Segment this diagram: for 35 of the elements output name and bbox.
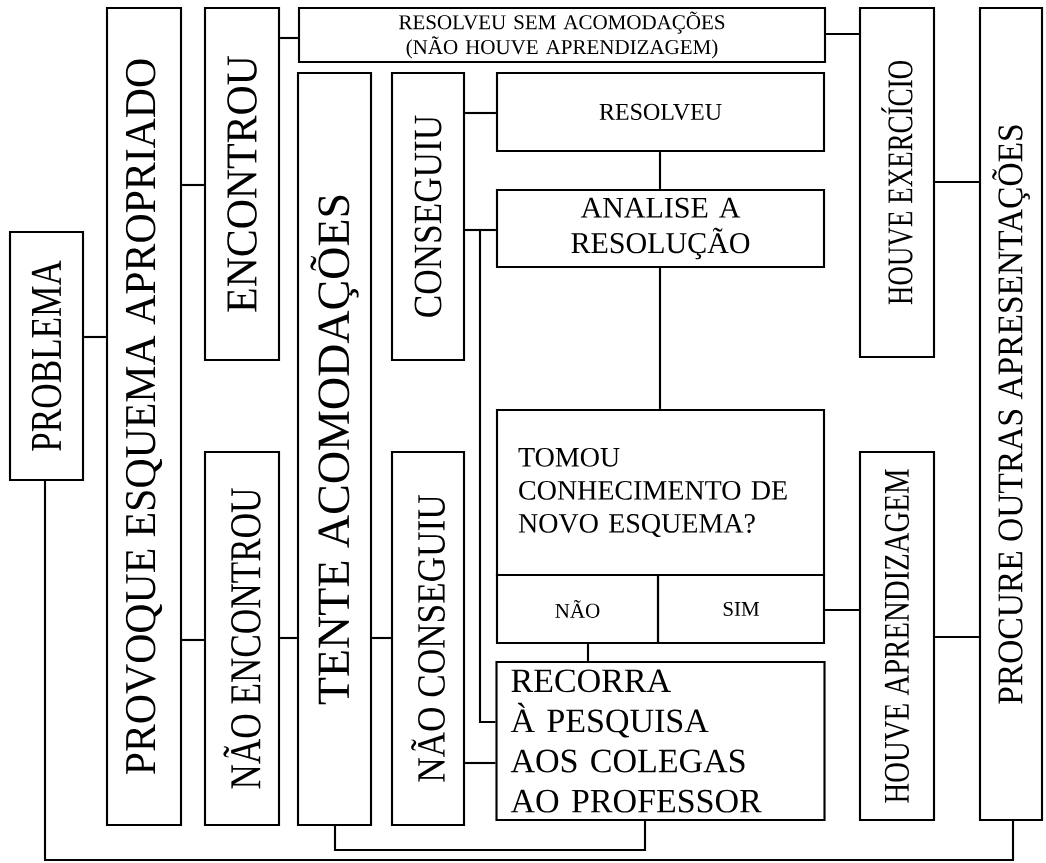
process-box: HOUVE APRENDIZAGEM <box>858 450 936 822</box>
process-box: PROCURE OUTRAS APRESENTAÇÕES <box>978 6 1044 822</box>
connector-line <box>825 608 859 612</box>
connector-line <box>182 638 204 642</box>
process-box: PROVOQUE ESQUEMA APROPRIADO <box>105 6 183 827</box>
answer-box: SIM <box>656 573 826 645</box>
connector-line <box>465 761 496 765</box>
outcome-box: RESOLVEU SEM ACOMODAÇÕES (NÃO HOUVE APRENDIZAGEM) <box>297 6 827 64</box>
process-box: CONSEGUIU <box>390 71 466 362</box>
process-box: TENTE ACOMODAÇÕES <box>296 71 373 827</box>
connector-line <box>280 36 298 40</box>
process-box: NÃO ENCONTROU <box>203 450 281 827</box>
connector-line <box>182 183 204 187</box>
connector-line <box>658 152 662 189</box>
connector-line <box>586 644 590 661</box>
connector-line <box>465 111 496 115</box>
connector-line <box>935 180 979 184</box>
question-box: TOMOU CONHECIMENTO DE NOVO ESQUEMA? <box>495 408 826 577</box>
process-box: HOUVE EXERCÍCIO <box>858 6 936 359</box>
connector-line <box>826 32 859 36</box>
connector-line <box>333 821 647 852</box>
connector-line <box>658 268 662 409</box>
process-box: NÃO CONSEGUIU <box>390 450 466 827</box>
process-box: RECORRA À PESQUISA AOS COLEGAS AO PROFESSOR <box>495 660 826 822</box>
process-box: RESOLVEU <box>495 71 826 153</box>
connector-line <box>280 636 297 640</box>
connector-line <box>43 481 1015 862</box>
connector-line <box>935 635 979 639</box>
answer-box: NÃO <box>495 573 660 645</box>
connector-line <box>84 335 106 339</box>
connector-line <box>465 228 496 724</box>
process-box: PROBLEMA <box>8 230 85 482</box>
process-box: ANALISE A RESOLUÇÃO <box>495 188 826 269</box>
connector-line <box>372 636 391 640</box>
process-box: ENCONTROU <box>203 6 281 362</box>
